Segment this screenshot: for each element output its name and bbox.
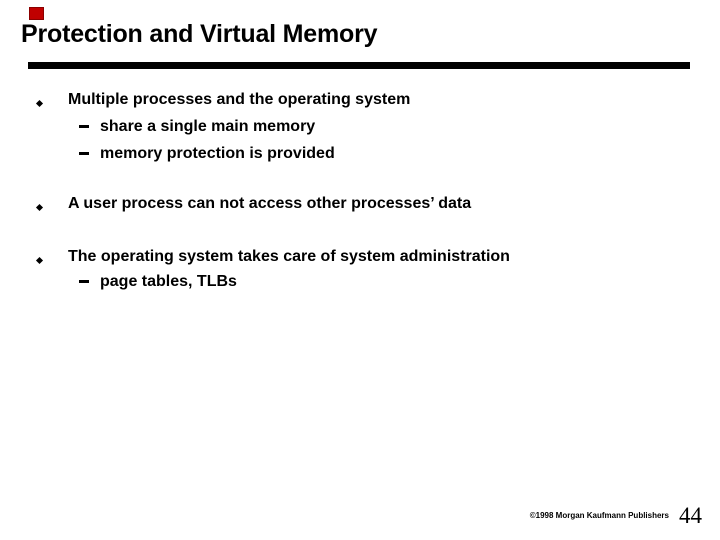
bullet-text: The operating system takes care of syste… <box>68 248 510 265</box>
bullet-item: The operating system takes care of syste… <box>0 247 720 267</box>
slide-footer: ©1998 Morgan Kaufmann Publishers 44 <box>530 502 702 527</box>
red-square-logo <box>29 7 44 20</box>
title-underline-rule <box>28 62 690 69</box>
dash-icon <box>79 152 89 155</box>
bullet-dot-icon <box>35 99 44 108</box>
dash-icon <box>79 125 89 128</box>
sub-bullet-item: share a single main memory <box>0 117 720 137</box>
page-number: 44 <box>679 503 702 528</box>
bullet-dot-icon <box>35 256 44 265</box>
bullet-text: A user process can not access other proc… <box>68 195 472 212</box>
dash-icon <box>79 280 89 283</box>
bullet-item: A user process can not access other proc… <box>0 194 720 214</box>
sub-bullet-text: page tables, TLBs <box>100 273 237 290</box>
copyright-text: ©1998 Morgan Kaufmann Publishers <box>529 511 669 520</box>
sub-bullet-item: page tables, TLBs <box>0 272 720 292</box>
sub-bullet-text: share a single main memory <box>100 118 316 135</box>
bullet-item: Multiple processes and the operating sys… <box>0 90 720 110</box>
bullet-text: Multiple processes and the operating sys… <box>68 91 411 108</box>
bullet-dot-icon <box>35 203 44 212</box>
slide-title: Protection and Virtual Memory <box>21 20 378 48</box>
sub-bullet-text: memory protection is provided <box>100 145 335 162</box>
sub-bullet-item: memory protection is provided <box>0 144 720 164</box>
